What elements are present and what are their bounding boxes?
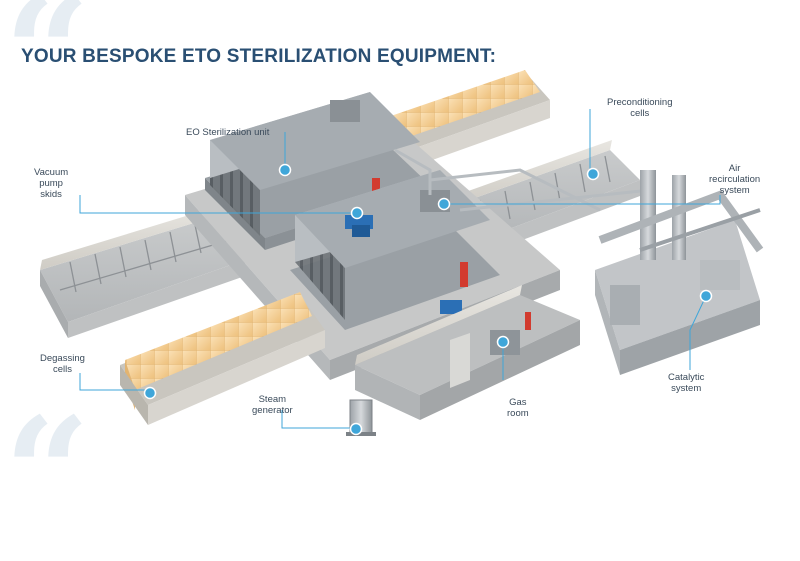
label-air-line2: recirculation <box>709 174 760 185</box>
marker-catalytic <box>701 291 712 302</box>
label-vacuum-line2: pump <box>34 178 68 189</box>
marker-vacuum <box>352 208 363 219</box>
marker-degassing <box>145 388 156 399</box>
label-degassing-line1: Degassing <box>40 353 85 364</box>
label-catalytic-line1: Catalytic <box>668 372 704 383</box>
label-eo-unit-text: EO Sterilization unit <box>186 127 269 138</box>
label-precond-line1: Preconditioning <box>607 97 673 108</box>
label-degassing-cells: Degassing cells <box>40 353 85 375</box>
label-preconditioning-cells: Preconditioning cells <box>607 97 673 119</box>
label-eo-sterilization-unit: EO Sterilization unit <box>186 127 269 138</box>
vacuum-pump-base <box>352 225 370 237</box>
label-catalytic-system: Catalytic system <box>668 372 704 394</box>
label-steam-line2: generator <box>252 405 293 416</box>
label-gas-line1: Gas <box>507 397 529 408</box>
label-vacuum-pump-skids: Vacuum pump skids <box>34 167 68 200</box>
label-gas-line2: room <box>507 408 529 419</box>
label-vacuum-line1: Vacuum <box>34 167 68 178</box>
label-air-recirculation-system: Air recirculation system <box>709 163 760 196</box>
marker-steam <box>351 424 362 435</box>
label-gas-room: Gas room <box>507 397 529 419</box>
label-catalytic-line2: system <box>668 383 704 394</box>
label-steam-generator: Steam generator <box>252 394 293 416</box>
label-degassing-line2: cells <box>40 364 85 375</box>
label-precond-line2: cells <box>607 108 673 119</box>
label-air-line3: system <box>709 185 760 196</box>
marker-eo-unit <box>280 165 291 176</box>
label-vacuum-line3: skids <box>34 189 68 200</box>
lower-degassing-cells <box>120 292 325 425</box>
label-air-line1: Air <box>709 163 760 174</box>
diagram-canvas: “ “ YOUR BESPOKE ETO STERILIZATION EQUIP… <box>0 0 800 457</box>
marker-air <box>439 199 450 210</box>
marker-gas <box>498 337 509 348</box>
marker-precond <box>588 169 599 180</box>
label-steam-line1: Steam <box>252 394 293 405</box>
